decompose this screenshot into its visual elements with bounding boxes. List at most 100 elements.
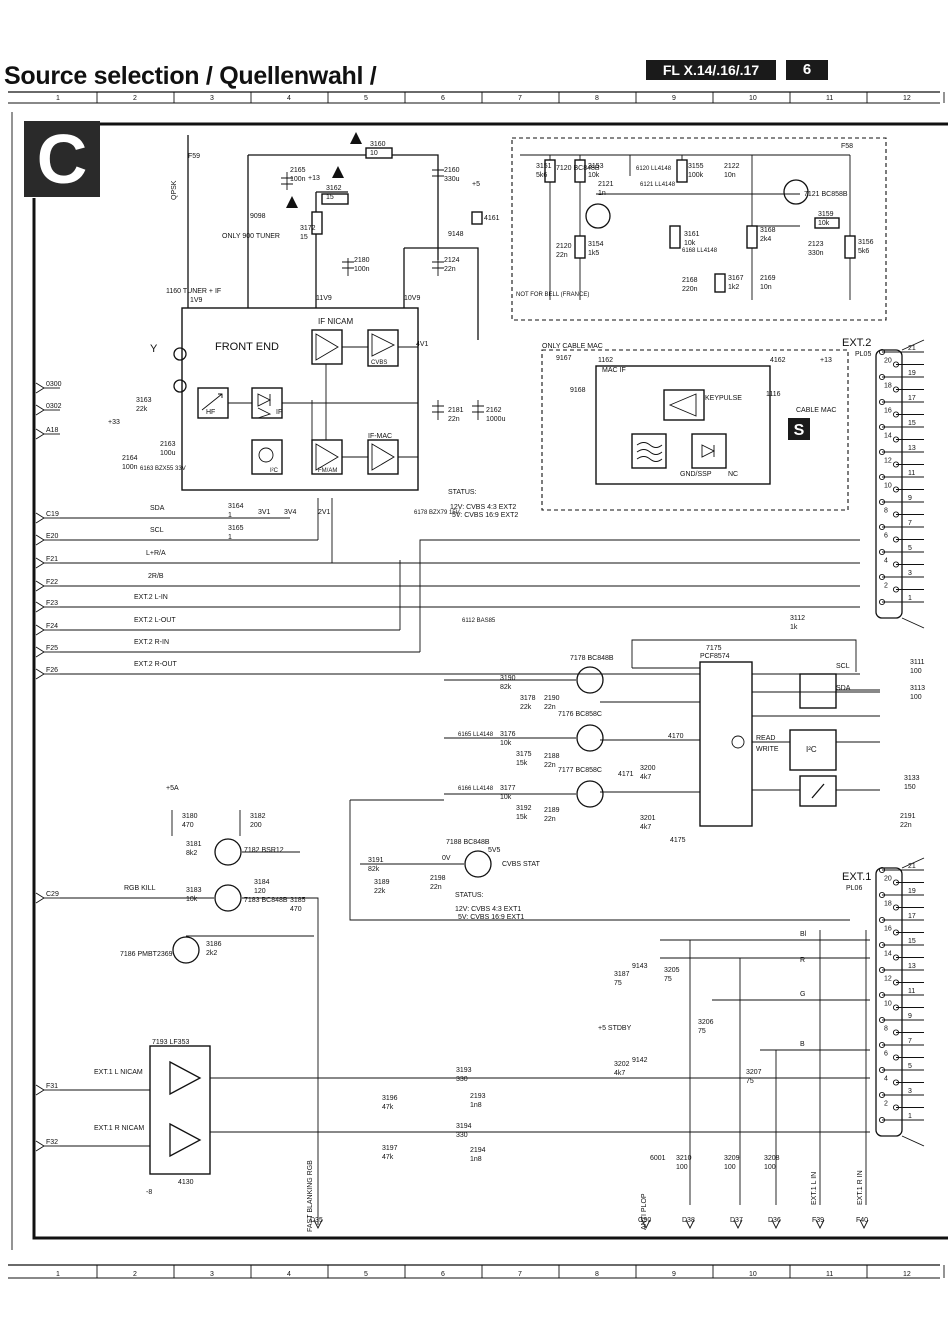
resistor-value-3184: 120 (254, 888, 266, 895)
resistor-value-3187: 75 (614, 980, 622, 987)
status-top-line2: 5V: CVBS 16:9 EXT2 (452, 512, 518, 519)
diode-6178: 6178 BZX79 15V (414, 510, 460, 516)
resistor-ref-3193: 3193 (456, 1067, 472, 1074)
ext1-pin-10: 10 (884, 1001, 892, 1008)
voltage-label-4: -8 (146, 1189, 152, 1196)
grid-column-top-9: 9 (672, 95, 676, 102)
grid-column-bottom-1: 1 (56, 1271, 60, 1278)
tuner-supply-area: F59 QPSK 1160 TUNER + IF ONLY 900 TUNER (166, 132, 484, 420)
s-badge: S (794, 422, 805, 439)
testpoint-4130: 4130 (178, 1179, 194, 1186)
ext2-pin-17: 17 (908, 395, 916, 402)
resistor-value-3205: 75 (664, 976, 672, 983)
diode-6121: 6121 LL4148 (640, 182, 676, 188)
l-ra-wire-label: L+R/A (146, 550, 166, 557)
grid-column-bottom-8: 8 (595, 1271, 599, 1278)
testpoint-9167: 9167 (556, 355, 572, 362)
capacitor-ref-2169: 2169 (760, 275, 776, 282)
resistor-ref-3156: 3156 (858, 239, 874, 246)
left-signal-f26: F26 (46, 667, 58, 674)
capacitor-ref-2123: 2123 (808, 241, 824, 248)
resistor-value-3202: 4k7 (614, 1070, 625, 1077)
status-top-line1: 12V: CVBS 4:3 EXT2 (450, 504, 516, 511)
bottom-signal-d37: D37 (730, 1217, 743, 1224)
left-signal-f32: F32 (46, 1139, 58, 1146)
voltage-label-1: +5 (472, 181, 480, 188)
ext2-pin-18: 18 (884, 383, 892, 390)
rgb-blanking-area: RGB KILL FAST BLANKING RGB (60, 810, 319, 1232)
resistor-ref-3206: 3206 (698, 1019, 714, 1026)
cable-mac-area: S ONLY CABLE MAC MAC IF KEYPULSE GND/SSP… (541, 343, 849, 511)
voltage-label-3: +5A (166, 785, 179, 792)
cvbs-label: CVBS (371, 360, 387, 366)
resistor-value-3180: 470 (182, 822, 194, 829)
ext1-r-nicam-label: EXT.1 R NICAM (94, 1125, 144, 1132)
write-label: WRITE (756, 746, 779, 753)
ext2-pin-14: 14 (884, 433, 892, 440)
ic-7193-label: 7193 LF353 (152, 1039, 189, 1046)
resistor-value-3194: 330 (456, 1132, 468, 1139)
resistor-value-3206: 75 (698, 1028, 706, 1035)
testpoint-9098: 9098 (250, 213, 266, 220)
ext2-l-out-label: EXT.2 L-OUT (134, 617, 176, 624)
capacitor-ref-2181: 2181 (448, 407, 464, 414)
ic-7175-part: PCF8574 (700, 653, 730, 660)
transistor-7177: 7177 BC858C (558, 767, 602, 774)
front-end-block: FRONT END HF IF IF NICAM CVBS FM/AM IF-M… (150, 307, 419, 491)
capacitor-ref-2122: 2122 (724, 163, 740, 170)
capacitor-value-2193: 1n8 (470, 1102, 482, 1109)
cable-mac-label: CABLE MAC (796, 407, 836, 414)
only-cable-mac-note: ONLY CABLE MAC (542, 343, 603, 350)
resistor-ref-3163: 3163 (136, 397, 152, 404)
ext1-pin-9: 9 (908, 1013, 912, 1020)
diode-6165: 6165 LL4148 (458, 732, 494, 738)
voltage-label-11: 2V1 (318, 509, 331, 516)
resistor-ref-3175: 3175 (516, 751, 532, 758)
capacitor-value-2168: 220n (682, 286, 698, 293)
bottom-signal-d36: D36 (768, 1217, 781, 1224)
left-signal-0302: 0302 (46, 403, 62, 410)
resistor-value-3111: 100 (910, 668, 922, 675)
resistor-value-3165: 1 (228, 534, 232, 541)
ext1-pin-11: 11 (908, 988, 915, 995)
resistor-value-3191: 82k (368, 866, 380, 873)
capacitor-value-2189: 22n (544, 816, 556, 823)
resistor-ref-3178: 3178 (520, 695, 536, 702)
resistor-ref-3111: 3111 (910, 659, 925, 666)
resistor-ref-3162: 3162 (326, 185, 342, 192)
red-in-label: R (800, 957, 805, 964)
voltage-label-13: 0V (442, 855, 451, 862)
resistor-ref-3172: 3172 (300, 225, 316, 232)
resistor-value-3113: 100 (910, 694, 922, 701)
gnd-ssp-label: GND/SSP (680, 471, 712, 478)
ext2-pin-2: 2 (884, 583, 888, 590)
sda-wire-label: SDA (150, 505, 165, 512)
grid-column-top-8: 8 (595, 95, 599, 102)
capacitor-value-2124: 22n (444, 266, 456, 273)
ext2-pin-5: 5 (908, 545, 912, 552)
anti-plop-label: ANTI PLOP (641, 1193, 648, 1230)
pl05-label: PL05 (855, 351, 871, 358)
left-signal-list: 03000302A18C19E20F21F22F23F24F25F26C29F3… (35, 381, 62, 1152)
resistor-ref-3196: 3196 (382, 1095, 398, 1102)
green-in-label: G (800, 991, 805, 998)
grid-column-top-4: 4 (287, 95, 291, 102)
resistor-ref-3200: 3200 (640, 765, 656, 772)
ext2-pin-7: 7 (908, 520, 912, 527)
capacitor-value-2120: 22n (556, 252, 568, 259)
grid-column-bottom-11: 11 (826, 1271, 833, 1278)
resistor-value-3209: 100 (724, 1164, 736, 1171)
resistor-ref-3187: 3187 (614, 971, 630, 978)
voltage-label-2: +33 (108, 419, 120, 426)
capacitor-ref-2121: 2121 (598, 181, 614, 188)
ext1-pin-17: 17 (908, 913, 916, 920)
resistor-value-3201: 4k7 (640, 824, 651, 831)
ext1-pin-3: 3 (908, 1088, 912, 1095)
diode-6112: 6112 BAS85 (462, 618, 496, 624)
ext2-pin-19: 19 (908, 370, 916, 377)
left-signal-f23: F23 (46, 600, 58, 607)
